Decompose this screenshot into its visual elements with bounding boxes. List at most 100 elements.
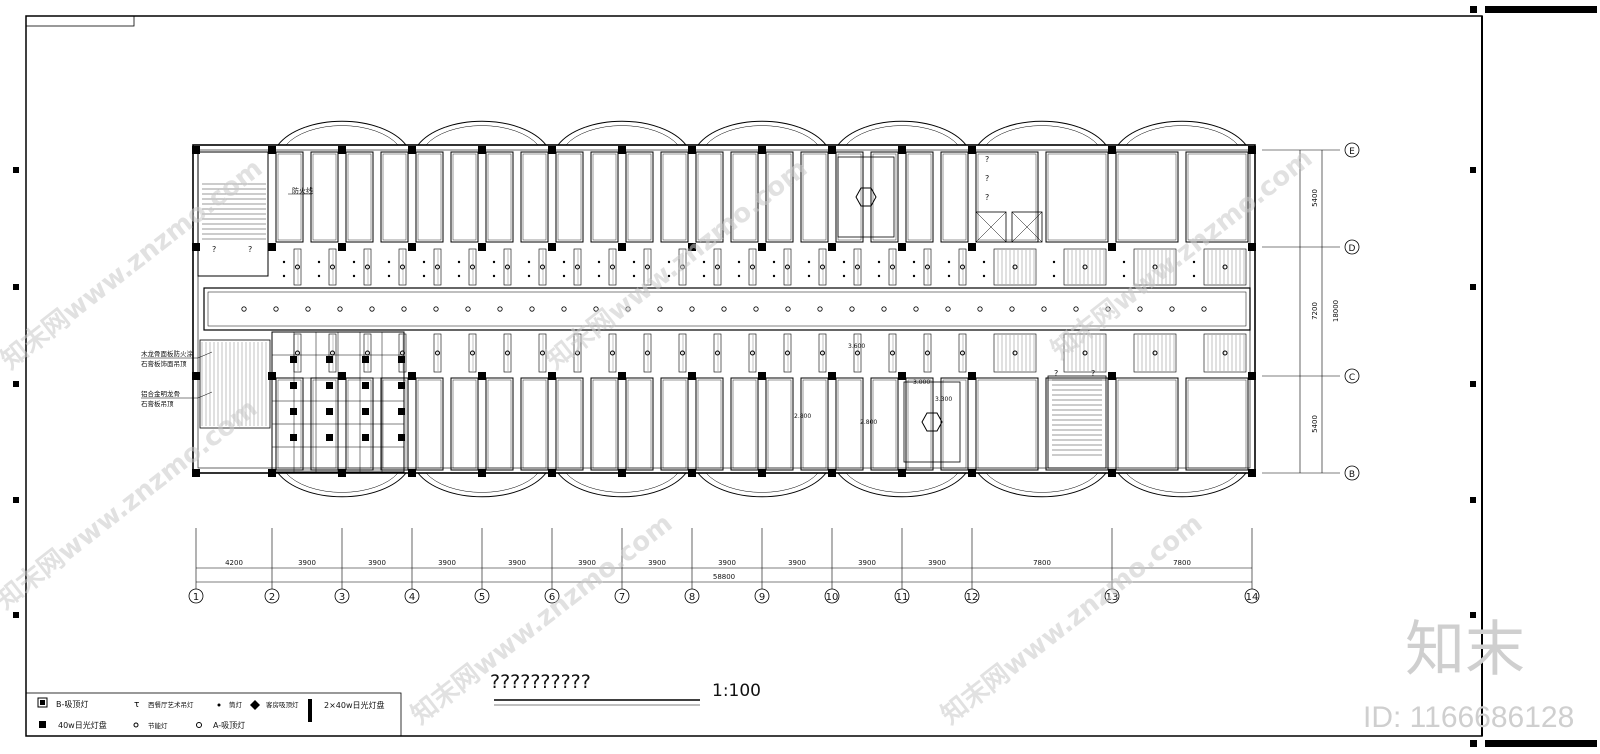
guest-room-inner (942, 153, 967, 241)
column (898, 372, 906, 380)
column (618, 372, 626, 380)
dim-label: 3900 (578, 559, 596, 567)
balcony-arc-north (837, 120, 967, 146)
level-mark-4: 2.800 (794, 413, 811, 420)
column (618, 243, 626, 251)
downlight (422, 274, 426, 278)
legend-label: 节能灯 (148, 721, 168, 730)
bathroom-lamp (330, 350, 335, 356)
legend-label: 40w日光灯盘 (58, 720, 107, 730)
unknown-mark: ? (1054, 369, 1058, 378)
downlight (912, 274, 916, 278)
downlight (1192, 260, 1196, 264)
guest-room-inner (907, 153, 932, 241)
bathroom-lamp (505, 264, 510, 270)
column (1248, 372, 1256, 380)
column (408, 469, 416, 477)
bathroom-grid-ceiling (748, 248, 757, 286)
balcony-arc-north (1117, 120, 1247, 146)
column (968, 146, 976, 154)
guest-room-inner (837, 379, 862, 469)
bathroom-lamp (925, 264, 930, 270)
bathroom-lamp (400, 264, 405, 270)
corridor-downlight (369, 306, 375, 312)
bathroom-lamp (715, 264, 720, 270)
downlight (632, 260, 636, 264)
bathroom-lamp (925, 350, 930, 356)
column (828, 243, 836, 251)
dim-label: 3900 (788, 559, 806, 567)
watermark: 知末网www.znzmo.com (406, 508, 678, 730)
bathroom-grid-ceiling (923, 248, 932, 286)
column (268, 372, 276, 380)
corridor-downlight (721, 306, 727, 312)
downlight (597, 274, 601, 278)
bathroom-grid-ceiling (608, 333, 617, 373)
level-mark-2: 3.000 (913, 379, 930, 386)
guest-room-ceiling (940, 377, 969, 471)
column (1248, 469, 1256, 477)
bathroom-lamp (750, 350, 755, 356)
feature-ceiling (903, 381, 961, 463)
bathroom-grid-ceiling (573, 248, 582, 286)
guest-room-ceiling (800, 377, 829, 471)
svg-text:τ: τ (134, 700, 139, 710)
bathroom-grid-ceiling (1203, 333, 1247, 373)
guest-room-inner (417, 379, 442, 469)
guest-room-ceiling (380, 151, 409, 243)
guest-room-inner (872, 153, 897, 241)
bathroom-lamp (1012, 264, 1018, 270)
dim-total: 58800 (713, 573, 735, 581)
guest-room-ceiling (905, 377, 934, 471)
downlight (562, 260, 566, 264)
dim-total: 18000 (1332, 300, 1340, 322)
guest-room-inner (1117, 379, 1177, 469)
stair-core (1047, 375, 1107, 469)
column (968, 469, 976, 477)
level-mark-3: 3.300 (935, 396, 952, 403)
downlight (1122, 274, 1126, 278)
guest-room-ceiling (835, 151, 864, 243)
corridor-downlight (1137, 306, 1143, 312)
ceiling-panel-light (290, 356, 297, 363)
downlight (737, 274, 741, 278)
ceiling-panel-light (398, 408, 405, 415)
legend-label: B-吸顶灯 (56, 699, 88, 709)
guest-room-inner (662, 153, 687, 241)
guest-room-inner (522, 379, 547, 469)
bathroom-lamp (855, 350, 860, 356)
axis-label: 7 (619, 592, 625, 603)
bathroom-lamp (435, 350, 440, 356)
bathroom-grid-ceiling (573, 333, 582, 373)
bathroom-grid-ceiling (1133, 333, 1177, 373)
column (1248, 243, 1256, 251)
column (688, 243, 696, 251)
downlight (1122, 260, 1126, 264)
corridor-downlight (465, 306, 471, 312)
corridor-downlight (529, 306, 535, 312)
guest-room-inner (1117, 153, 1177, 241)
axis-circle (264, 588, 280, 604)
dim-label: 4200 (225, 559, 243, 567)
bathroom-grid-ceiling (398, 333, 407, 373)
downlight (702, 274, 706, 278)
guest-room-ceiling (1185, 151, 1249, 243)
ceiling-panel-light (362, 356, 369, 363)
bathroom-grid-ceiling (363, 248, 372, 286)
balcony-arc-north (277, 120, 407, 146)
downlight (877, 274, 881, 278)
axis-circle (474, 588, 490, 604)
guest-room-ceiling (695, 151, 724, 243)
corridor-downlight (1105, 306, 1111, 312)
bathroom-grid-ceiling (608, 248, 617, 286)
downlight (1052, 274, 1056, 278)
feature-ceiling (837, 156, 895, 238)
balcony-arc-south (417, 472, 547, 498)
column (268, 243, 276, 251)
structural-columns (192, 146, 1256, 477)
downlight (632, 274, 636, 278)
balcony-arc-north (977, 120, 1107, 146)
downlight (982, 260, 986, 264)
bathroom-grid-ceiling (293, 248, 302, 286)
bathroom-lamp (470, 350, 475, 356)
